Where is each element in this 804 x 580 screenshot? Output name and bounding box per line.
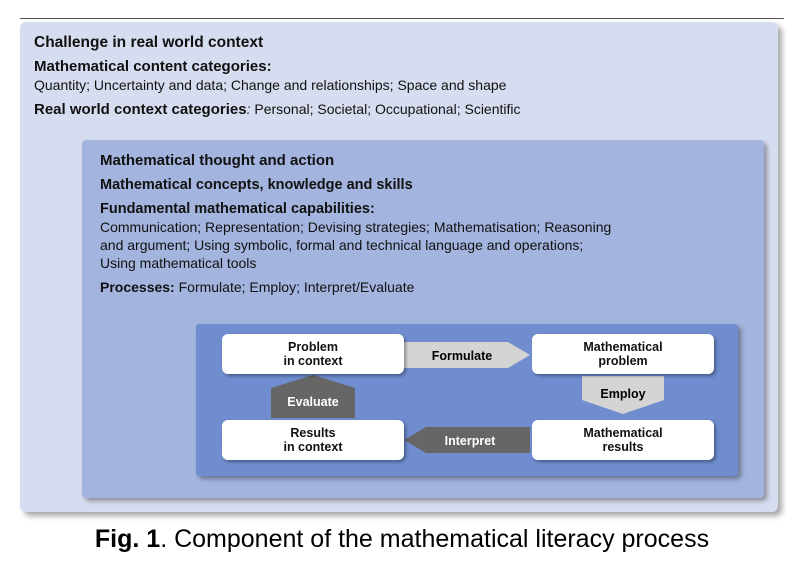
content-categories-text: Quantity; Uncertainty and data; Change a… <box>34 77 507 93</box>
results-in-context-line-2: in context <box>283 440 343 454</box>
interpret-label: Interpret <box>445 434 497 448</box>
capabilities-line-1: Communication; Representation; Devising … <box>100 219 612 235</box>
top-rule <box>20 18 784 19</box>
evaluate-label: Evaluate <box>287 395 338 409</box>
mathematical-results-line-1: Mathematical <box>583 426 663 440</box>
content-categories-heading: Mathematical content categories: <box>34 58 272 75</box>
outer-title: Challenge in real world context <box>34 34 264 51</box>
context-categories-colon: : <box>246 101 251 117</box>
processes-text: Formulate; Employ; Interpret/Evaluate <box>174 279 415 295</box>
outer-panel-text: Challenge in real world context Mathemat… <box>34 34 764 119</box>
capabilities-heading: Fundamental mathematical capabilities: <box>100 201 375 217</box>
formulate-arrow <box>404 342 530 368</box>
middle-panel-text: Mathematical thought and action Mathemat… <box>100 152 740 296</box>
middle-title: Mathematical thought and action <box>100 152 335 169</box>
figure-caption-text: . Component of the mathematical literacy… <box>160 525 710 553</box>
problem-in-context-line-2: in context <box>283 354 343 368</box>
interpret-arrow <box>404 427 530 453</box>
context-categories-text: Personal; Societal; Occupational; Scient… <box>250 101 521 117</box>
mathematical-results-line-2: results <box>602 440 644 454</box>
figure-number: Fig. 1 <box>94 525 161 553</box>
mathematical-problem-line-1: Mathematical <box>583 340 663 354</box>
results-in-context-line-1: Results <box>290 426 336 440</box>
formulate-label: Formulate <box>432 349 492 363</box>
mathematical-problem-line-2: problem <box>598 354 648 368</box>
employ-label: Employ <box>600 387 645 401</box>
context-categories-heading: Real world context categories <box>34 101 247 118</box>
capabilities-line-3: Using mathematical tools <box>100 255 257 271</box>
problem-in-context-line-1: Problem <box>287 340 338 354</box>
processes-row: Processes: Formulate; Employ; Interpret/… <box>100 278 740 296</box>
capabilities-line-2: and argument; Using symbolic, formal and… <box>100 237 584 253</box>
evaluate-arrow <box>271 375 355 418</box>
employ-arrow <box>582 376 664 414</box>
context-categories-row: Real world context categories: Personal;… <box>34 100 764 119</box>
figure-caption: Fig. 1. Component of the mathematical li… <box>0 525 804 554</box>
concepts-heading: Mathematical concepts, knowledge and ski… <box>100 177 413 193</box>
processes-heading: Processes: <box>100 279 175 295</box>
